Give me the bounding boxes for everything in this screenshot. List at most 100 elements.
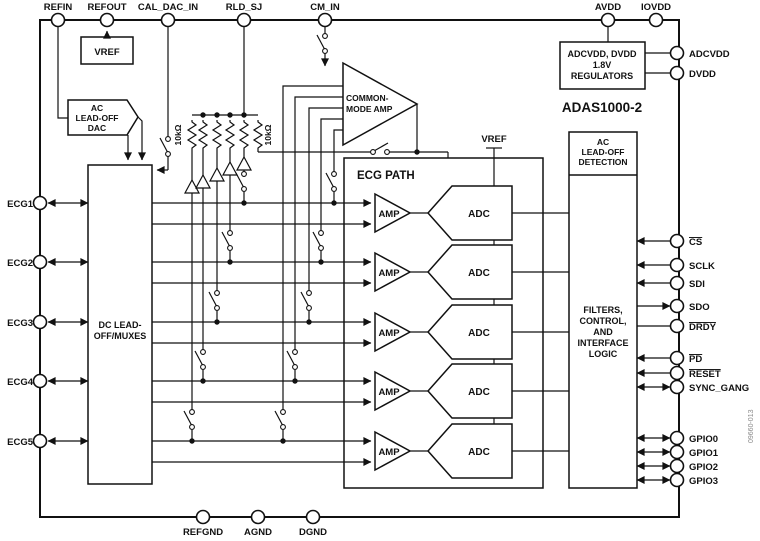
pin-sdi bbox=[669, 275, 685, 291]
pin-adcvdd bbox=[669, 45, 685, 61]
amp-triangle-4 bbox=[374, 370, 412, 412]
buffer-amp-icon bbox=[222, 161, 238, 176]
label-cm-amp-2: MODE AMP bbox=[346, 104, 393, 114]
pin-avdd bbox=[600, 12, 616, 28]
label-vref-net: VREF bbox=[481, 134, 507, 145]
pin-drdy bbox=[669, 318, 685, 334]
wire-cmtap2 bbox=[320, 118, 343, 236]
pin-ecg2 bbox=[32, 254, 48, 270]
pin-label-gpio2: GPIO2 bbox=[689, 462, 718, 473]
ecg-channels bbox=[374, 185, 513, 479]
pin-label-sdo: SDO bbox=[689, 302, 710, 313]
label-regulators-1: ADCVDD, DVDD bbox=[567, 49, 637, 59]
pin-label-gpio1: GPIO1 bbox=[689, 448, 719, 459]
adc-block-1 bbox=[426, 185, 513, 241]
pin-pd bbox=[669, 350, 685, 366]
pin-refout bbox=[99, 12, 115, 28]
pin-ecg1 bbox=[32, 195, 48, 211]
wire-cmtap3 bbox=[308, 107, 343, 296]
pin-cal-dac-in bbox=[160, 12, 176, 28]
switch-icon bbox=[183, 409, 195, 430]
pin-reset bbox=[669, 365, 685, 381]
resistor-icon bbox=[198, 119, 208, 151]
label-cm-amp-1: COMMON- bbox=[346, 93, 389, 103]
switch-icon bbox=[194, 349, 206, 370]
label-regulators-3: REGULATORS bbox=[571, 71, 633, 81]
block-ecg-path bbox=[343, 157, 544, 489]
label-filters-4: INTERFACE bbox=[577, 338, 628, 348]
switch-icon bbox=[286, 349, 298, 370]
pin-ecg5 bbox=[32, 433, 48, 449]
label-amp-5: AMP bbox=[378, 447, 400, 458]
block-vref bbox=[80, 36, 134, 65]
pin-dgnd bbox=[305, 509, 321, 525]
label-ac-detect-2: LEAD-OFF bbox=[582, 147, 625, 157]
switch-icon bbox=[208, 290, 220, 311]
label-amp-1: AMP bbox=[378, 209, 400, 220]
adc-block-4 bbox=[426, 363, 513, 419]
label-ac-dac-2: LEAD-OFF bbox=[76, 113, 119, 123]
pin-dvdd bbox=[669, 65, 685, 81]
pin-label-ecg3: ECG3 bbox=[7, 318, 33, 329]
wire-dac-out2 bbox=[137, 116, 143, 160]
pin-label-reset: RESET bbox=[689, 369, 721, 380]
switch-icon bbox=[325, 171, 337, 192]
wire-cmtap1 bbox=[333, 129, 343, 177]
pin-label-sync-gang: SYNC_GANG bbox=[689, 383, 749, 394]
pin-cs bbox=[669, 233, 685, 249]
switch-icon bbox=[300, 290, 312, 311]
buffer-amp-icon bbox=[209, 167, 225, 182]
label-adc-1: ADC bbox=[468, 209, 490, 220]
label-regulators-2: 1.8V bbox=[593, 60, 612, 70]
pin-rld-sj bbox=[236, 12, 252, 28]
label-filters-2: CONTROL, bbox=[580, 316, 627, 326]
pin-label-rld-sj: RLD_SJ bbox=[226, 2, 262, 13]
adc-block-3 bbox=[426, 304, 513, 360]
pin-label-cal-dac-in: CAL_DAC_IN bbox=[138, 2, 198, 13]
pin-label-refgnd: REFGND bbox=[183, 527, 223, 538]
label-adc-3: ADC bbox=[468, 328, 490, 339]
resistor-icon bbox=[212, 119, 222, 151]
block-ac-leadoff-dac bbox=[67, 99, 139, 136]
block-digital bbox=[568, 131, 638, 489]
switch-icon-caldac bbox=[159, 136, 171, 157]
pin-labels: REFIN REFOUT CAL_DAC_IN RLD_SJ CM_IN AVD… bbox=[7, 2, 749, 538]
amp-triangle-3 bbox=[374, 311, 412, 353]
wire-cmtap4 bbox=[294, 96, 343, 355]
pin-label-sdi: SDI bbox=[689, 279, 705, 290]
buffer-amp-icon bbox=[195, 174, 211, 189]
pin-ecg4 bbox=[32, 373, 48, 389]
label-adc-4: ADC bbox=[468, 387, 490, 398]
pin-refin bbox=[50, 12, 66, 28]
label-ac-dac-1: AC bbox=[91, 103, 103, 113]
pin-label-sclk: SCLK bbox=[689, 261, 715, 272]
pin-cm-in bbox=[317, 12, 333, 28]
pin-label-refout: REFOUT bbox=[87, 2, 126, 13]
label-ac-detect-1: AC bbox=[597, 137, 609, 147]
switch-icon bbox=[312, 230, 324, 251]
pin-gpio1 bbox=[669, 444, 685, 460]
pin-label-gpio0: GPIO0 bbox=[689, 434, 718, 445]
label-filters-3: AND bbox=[593, 327, 613, 337]
resistor-icon bbox=[239, 119, 249, 151]
resistor-icon bbox=[253, 119, 263, 151]
pin-label-dvdd: DVDD bbox=[689, 69, 716, 80]
resistor-icon bbox=[187, 119, 197, 151]
wire-refin bbox=[57, 27, 68, 119]
block-dc-leadoff-muxes bbox=[87, 164, 153, 485]
buffer-amp-icon bbox=[236, 156, 252, 171]
label-amp-2: AMP bbox=[378, 268, 400, 279]
label-amp-4: AMP bbox=[378, 387, 400, 398]
resistor-icon bbox=[225, 119, 235, 151]
pin-label-avdd: AVDD bbox=[595, 2, 621, 13]
switch-icon-cmdrive bbox=[370, 142, 390, 155]
pin-label-ecg1: ECG1 bbox=[7, 199, 34, 210]
pin-label-ecg2: ECG2 bbox=[7, 258, 33, 269]
label-vref-block: VREF bbox=[94, 47, 120, 58]
label-filters-1: FILTERS, bbox=[583, 305, 622, 315]
pin-label-cs: CS bbox=[689, 237, 702, 248]
pin-label-agnd: AGND bbox=[244, 527, 272, 538]
switch-icon bbox=[221, 230, 233, 251]
block-regulators bbox=[559, 41, 646, 90]
